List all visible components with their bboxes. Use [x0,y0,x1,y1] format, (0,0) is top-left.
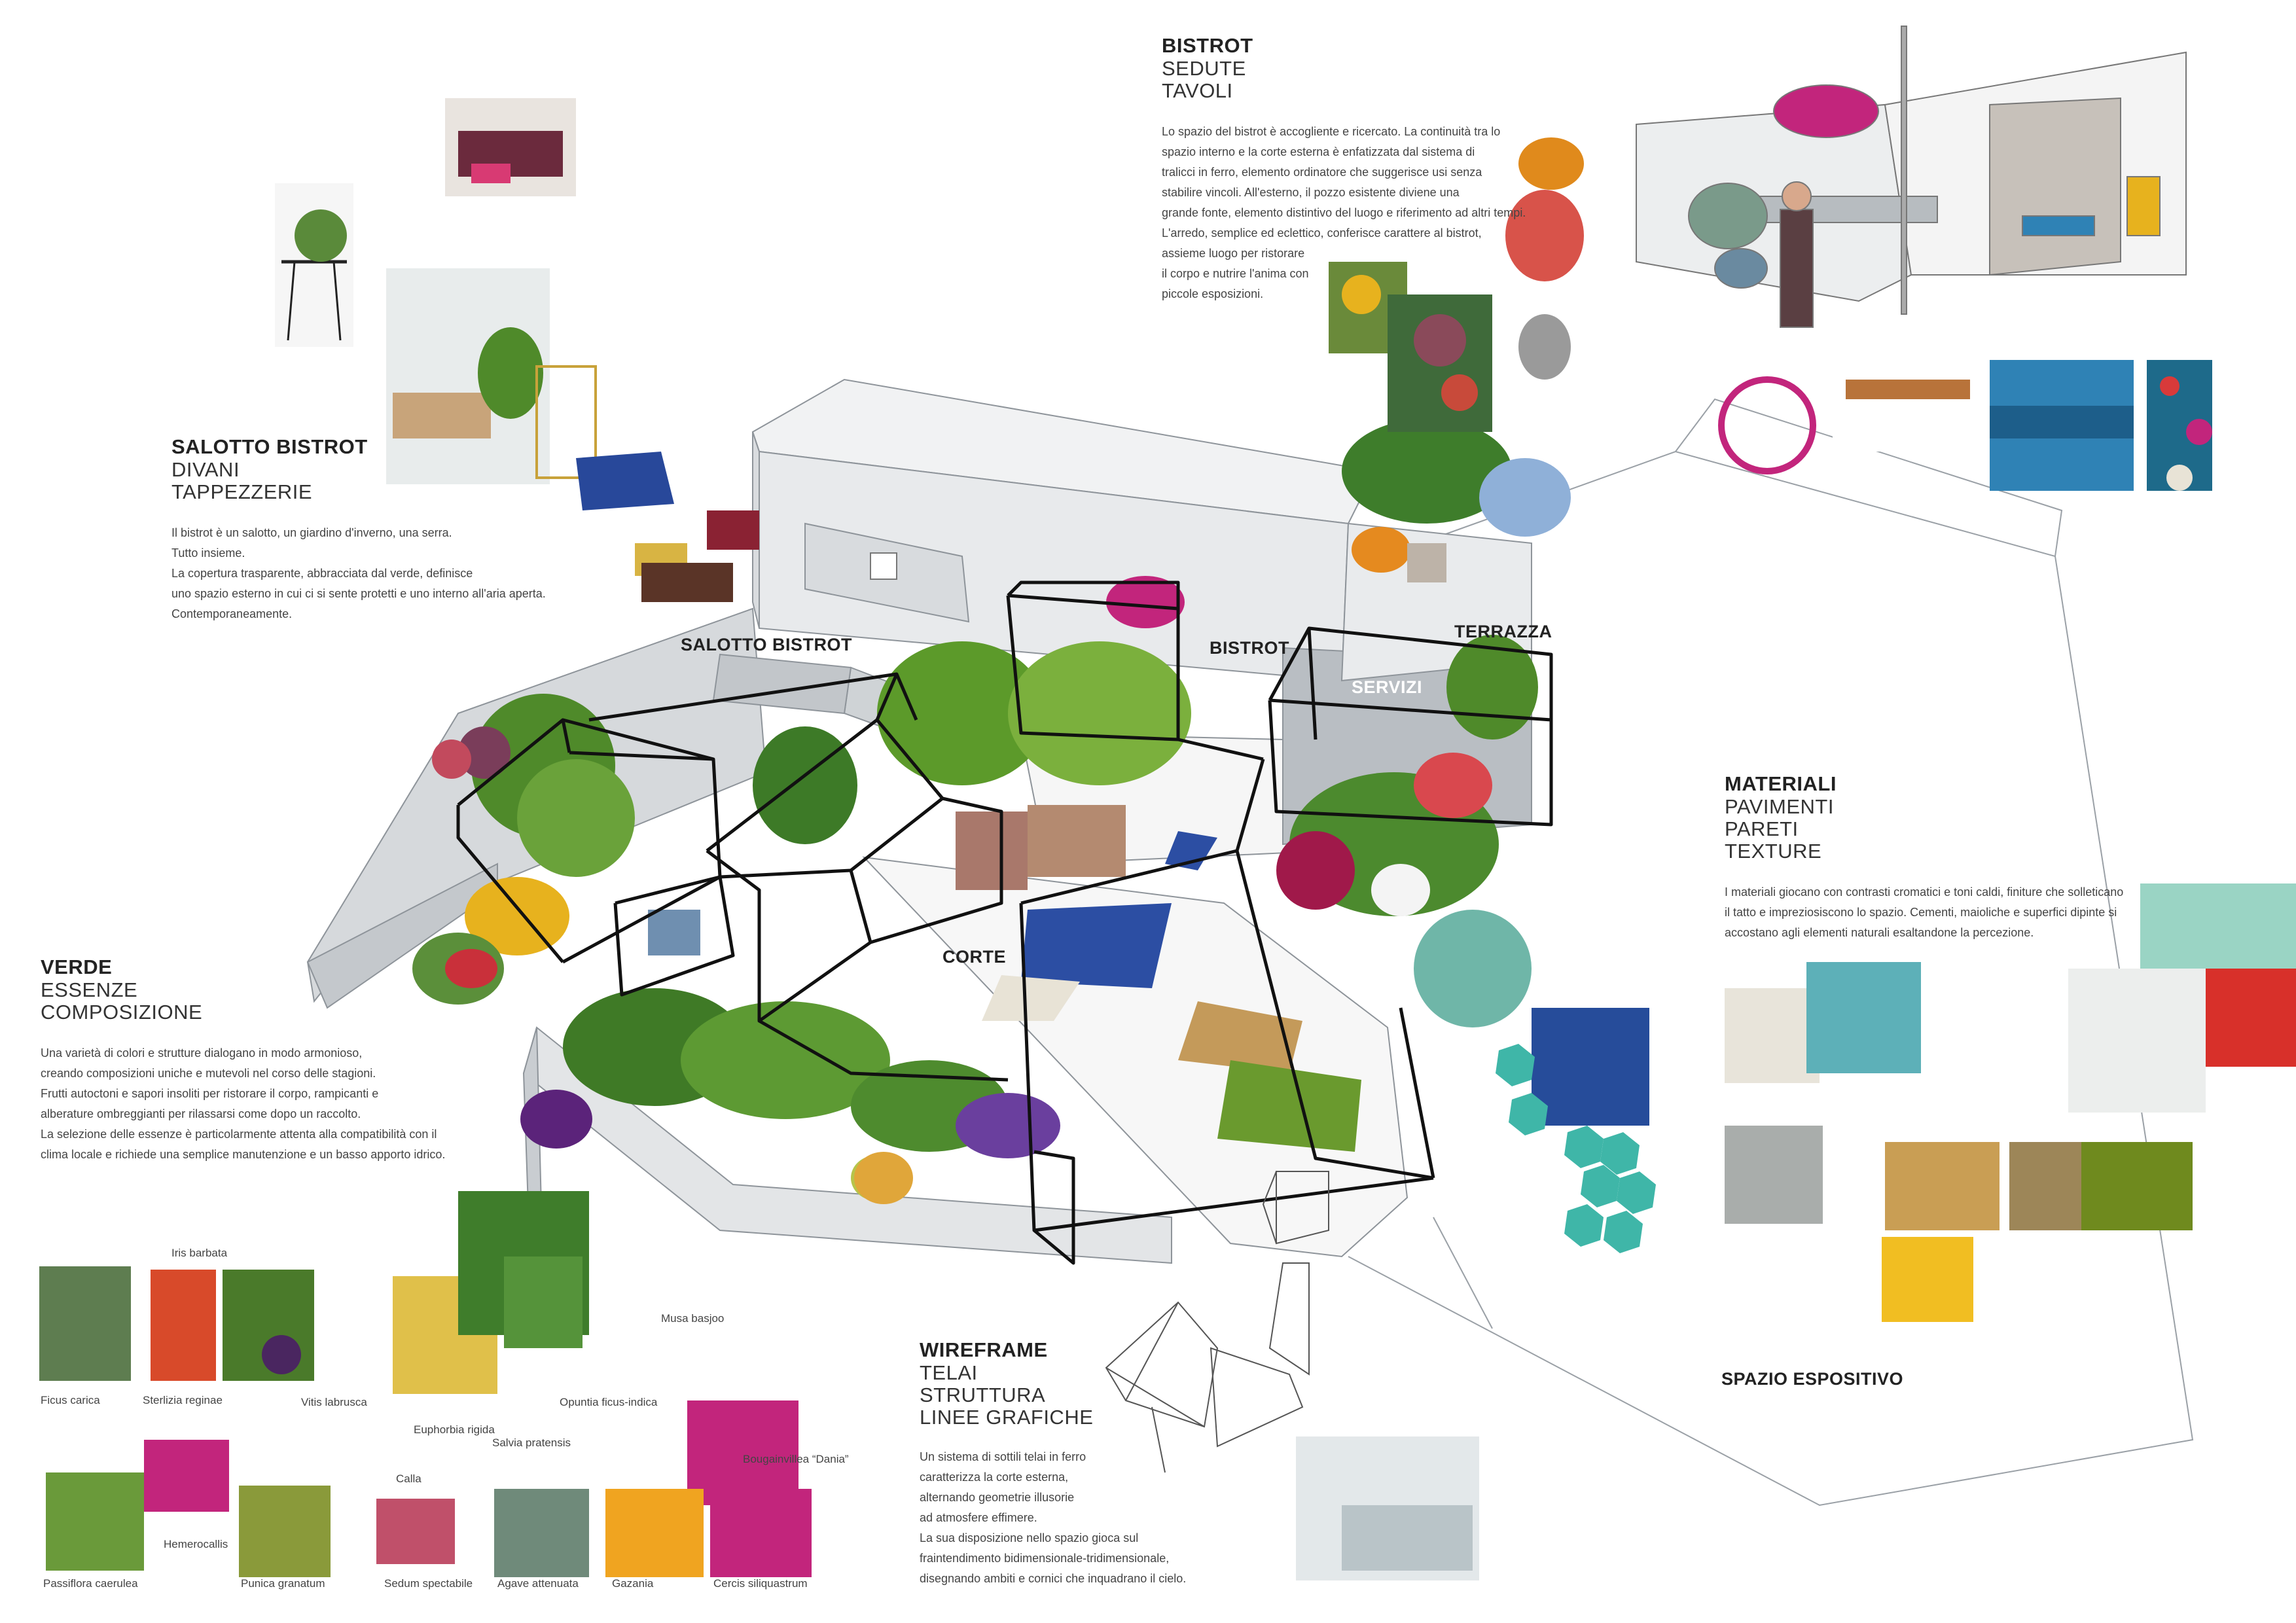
body-line: clima locale e richiede una semplice man… [41,1148,446,1161]
body-line: Un sistema di sottili telai in ferro [920,1450,1086,1463]
plant-label: Hemerocallis [164,1538,228,1550]
body-line: caratterizza la corte esterna, [920,1471,1069,1484]
body-line: fraintendimento bidimensionale-tridimens… [920,1552,1170,1565]
body-line: spazio interno e la corte esterna è enfa… [1162,145,1475,158]
planting-masses [412,419,1571,1204]
body-line: La selezione delle essenze è particolarm… [41,1128,437,1141]
zone-label-salotto-bistrot: SALOTTO BISTROT [681,635,852,654]
section-salotto: SALOTTO BISTROT DIVANI TAPPEZZERIE Il bi… [171,435,564,624]
section-subtitle-line: TEXTURE [1725,840,1822,863]
plant-label: Cercis siliquastrum [713,1577,808,1590]
section-subtitle-line: STRUTTURA [920,1383,1046,1406]
body-line: il tatto e impreziosiscono lo spazio. Ce… [1725,906,2117,919]
section-title: MATERIALI [1725,772,1837,795]
body-line: Tutto insieme. [171,546,245,560]
section-body: I materiali giocano con contrasti cromat… [1725,882,2157,943]
section-title: BISTROT [1162,34,1253,57]
body-line: accostano agli elementi naturali esaltan… [1725,926,2034,939]
section-body: Lo spazio del bistrot è accogliente e ri… [1162,122,1528,304]
wireframe-sketch [1105,1171,1329,1473]
body-line: creando composizioni uniche e mutevoli n… [41,1067,376,1080]
section-wireframe: WIREFRAME TELAI STRUTTURA LINEE GRAFICHE… [920,1338,1234,1589]
plant-label: Gazania [612,1577,654,1590]
body-line: assieme luogo per ristorare [1162,247,1305,260]
body-line: I materiali giocano con contrasti cromat… [1725,885,2124,899]
plant-label: Calla [396,1472,422,1485]
plant-label: Punica granatum [241,1577,325,1590]
plant-label: Sedum spectabile [384,1577,473,1590]
section-subtitle-line: LINEE GRAFICHE [920,1406,1094,1429]
bistrot-interior-sketch [1636,26,2187,328]
body-line: La copertura trasparente, abbracciata da… [171,567,473,580]
section-body: Un sistema di sottili telai in ferro car… [920,1447,1234,1589]
plant-label: Ficus carica [41,1394,100,1406]
body-line: La sua disposizione nello spazio gioca s… [920,1531,1139,1544]
section-title: SALOTTO BISTROT [171,435,368,458]
section-title: WIREFRAME [920,1338,1048,1361]
plant-label: Passiflora caerulea [43,1577,138,1590]
section-title: VERDE [41,955,113,978]
plant-label: Agave attenuata [497,1577,579,1590]
body-line: ad atmosfere effimere. [920,1511,1037,1524]
plant-label: Sterlizia reginae [143,1394,223,1406]
body-line: uno spazio esterno in cui ci si sente pr… [171,587,546,600]
section-subtitle-line: PAVIMENTI [1725,795,1834,818]
body-line: disegnando ambiti e cornici che inquadra… [920,1572,1187,1585]
body-line: alternando geometrie illusorie [920,1491,1075,1504]
plant-label: Vitis labrusca [301,1396,367,1408]
body-line: Frutti autoctoni e sapori insoliti per r… [41,1087,379,1100]
collage-photos [39,98,2296,1580]
floor-materials [648,805,1361,1152]
body-line: Contemporaneamente. [171,607,293,620]
section-subtitle-line: SEDUTE [1162,57,1246,80]
body-line: grande fonte, elemento distintivo del lu… [1162,206,1526,219]
body-line: stabilire vincoli. All'esterno, il pozzo… [1162,186,1460,199]
section-subtitle-line: DIVANI [171,458,240,481]
section-subtitle-line: TAVOLI [1162,79,1233,102]
section-subtitle-line: PARETI [1725,817,1799,840]
plant-label: Musa basjoo [661,1312,725,1325]
plant-label: Salvia pratensis [492,1436,571,1449]
zone-label-terrazza: TERRAZZA [1454,622,1552,641]
body-line: Il bistrot è un salotto, un giardino d'i… [171,526,452,539]
section-body: Il bistrot è un salotto, un giardino d'i… [171,523,564,624]
wireframe-structure [456,580,1553,1265]
zone-label-bistrot: BISTROT [1210,638,1289,658]
zone-label-servizi: SERVIZI [1352,677,1423,697]
body-line: alberature ombreggianti per rilassarsi c… [41,1107,361,1120]
section-subtitle-line: ESSENZE [41,978,138,1001]
section-subtitle-line: TAPPEZZERIE [171,480,313,503]
body-line: Una varietà di colori e strutture dialog… [41,1046,363,1060]
body-line: L'arredo, semplice ed eclettico, conferi… [1162,226,1482,240]
section-verde: VERDE ESSENZE COMPOSIZIONE Una varietà d… [41,955,446,1165]
section-body: Una varietà di colori e strutture dialog… [41,1043,446,1165]
plant-label: Bougainvillea “Dania” [743,1453,849,1465]
body-line: il corpo e nutrire l'anima con [1162,267,1309,280]
plant-label: Euphorbia rigida [414,1423,495,1436]
section-bistrot: BISTROT SEDUTE TAVOLI Lo spazio del bist… [1162,34,1528,304]
body-line: piccole esposizioni. [1162,287,1264,300]
body-line: Lo spazio del bistrot è accogliente e ri… [1162,125,1501,138]
plant-label: Opuntia ficus-indica [560,1396,658,1408]
zone-label-corte: CORTE [942,947,1006,967]
section-subtitle-line: COMPOSIZIONE [41,1001,203,1024]
section-subtitle-line: TELAI [920,1361,978,1384]
plant-label: Iris barbata [171,1247,228,1259]
body-line: tralicci in ferro, elemento ordinatore c… [1162,166,1482,179]
zone-label-spazio-espositivo: SPAZIO ESPOSITIVO [1721,1369,1904,1389]
section-materiali: MATERIALI PAVIMENTI PARETI TEXTURE I mat… [1725,772,2157,943]
